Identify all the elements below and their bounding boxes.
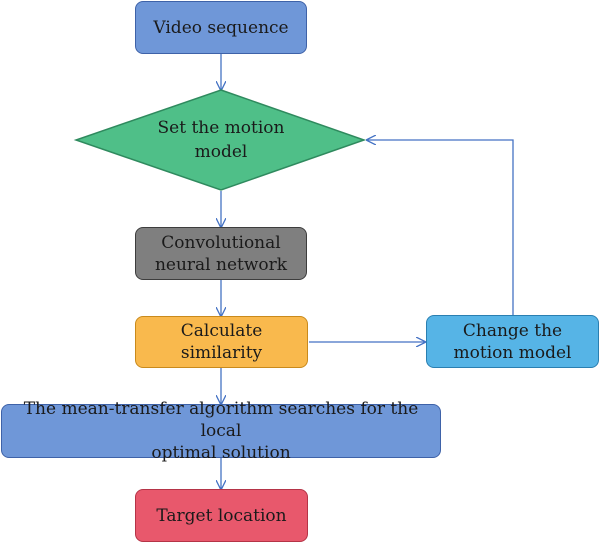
mean-transfer-label-line1: The mean-transfer algorithm searches for… [23,399,419,441]
similarity-label-line1: Calculate [180,321,263,341]
cnn-node: Convolutional neural network [135,227,307,280]
target-location-node: Target location [135,489,308,542]
video-sequence-node: Video sequence [135,1,307,54]
motion-model-label-line2: model [194,142,248,162]
mean-transfer-node: The mean-transfer algorithm searches for… [1,399,441,463]
video-sequence-label: Video sequence [153,17,289,38]
change-model-label-line1: Change the [462,320,563,341]
cnn-label-line1: Convolutional [161,232,281,253]
change-model-node: Change the motion model [426,315,599,368]
similarity-label-line2: similarity [180,343,263,363]
mean-transfer-label-line2: optimal solution [151,443,291,463]
motion-model-diamond [73,89,367,191]
edge-change-model-to-motion-model [367,140,514,315]
similarity-node: Calculate similarity [135,316,308,368]
target-location-label: Target location [156,505,287,526]
motion-model-label-line1: Set the motion [157,118,285,138]
cnn-label-line2: neural network [154,254,288,275]
change-model-label-line2: motion model [453,342,572,363]
motion-model-label: Set the motion model [120,110,322,170]
